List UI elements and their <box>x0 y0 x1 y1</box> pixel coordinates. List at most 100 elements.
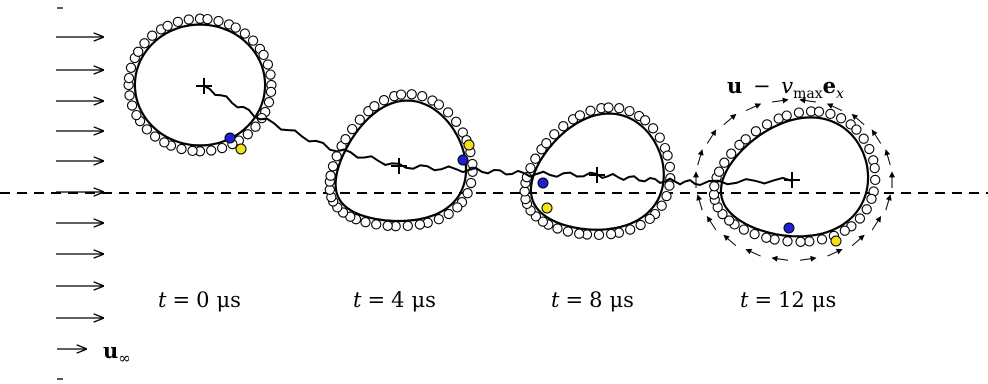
yellow-tracer-marker <box>541 202 553 214</box>
lagrangian-node <box>558 121 569 132</box>
lagrangian-node <box>247 35 259 46</box>
lagrangian-node <box>664 180 675 191</box>
lagrangian-node <box>639 115 651 126</box>
lagrangian-node <box>123 72 135 84</box>
lagrangian-node <box>250 121 261 132</box>
lagrangian-node <box>382 220 393 231</box>
lagrangian-node <box>864 143 875 155</box>
center-trajectory-path <box>203 85 793 187</box>
yellow-tracer-marker <box>830 235 842 247</box>
lagrangian-node <box>750 126 762 137</box>
lagrangian-node <box>230 22 241 33</box>
lagrangian-node <box>406 89 417 100</box>
lagrangian-node <box>625 224 636 235</box>
blue-tracer-marker <box>224 132 236 144</box>
lagrangian-node <box>331 151 342 162</box>
lagrangian-node <box>854 213 866 224</box>
blue-tracer-marker <box>457 154 469 166</box>
lagrangian-node <box>262 59 274 70</box>
lagrangian-node <box>585 105 596 116</box>
lagrangian-node <box>738 224 750 235</box>
lagrangian-node <box>647 123 659 134</box>
lagrangian-node <box>172 16 184 28</box>
relative-velocity-arrow <box>745 248 761 257</box>
lagrangian-node <box>603 102 614 113</box>
lagrangian-node <box>574 228 585 239</box>
yellow-tracer-marker <box>235 143 247 155</box>
lagrangian-node <box>530 153 541 164</box>
lagrangian-node <box>258 49 269 61</box>
lagrangian-node <box>213 15 224 27</box>
lagrangian-node <box>327 161 339 172</box>
lagrangian-node <box>541 138 552 149</box>
lagrangian-node <box>861 204 872 215</box>
relative-velocity-label: u − vmaxex <box>727 73 844 102</box>
lagrangian-node <box>740 134 751 145</box>
lagrangian-node <box>870 174 881 186</box>
lagrangian-node <box>851 124 862 135</box>
relative-velocity-arrow <box>697 149 704 166</box>
lagrangian-node <box>605 228 617 240</box>
relative-velocity-arrow <box>706 129 717 144</box>
lagrangian-node <box>462 188 473 199</box>
relative-velocity-arrows <box>693 97 895 262</box>
lagrangian-node <box>813 106 825 117</box>
lagrangian-node <box>549 129 560 140</box>
lagrangian-node <box>354 114 365 125</box>
lagrangian-node <box>624 105 635 117</box>
relative-velocity-arrow <box>771 255 789 262</box>
lagrangian-node <box>371 219 382 230</box>
lagrangian-node <box>614 103 625 114</box>
lagrangian-node <box>661 190 672 202</box>
lagrangian-node <box>654 132 665 143</box>
lagrangian-node <box>793 107 805 118</box>
droplet-interface <box>529 112 665 231</box>
lagrangian-node <box>442 107 454 118</box>
lagrangian-node <box>761 119 773 130</box>
lagrangian-node <box>839 225 850 236</box>
lagrangian-node <box>709 181 720 192</box>
lagrangian-node <box>816 234 828 245</box>
yellow-tracer-marker <box>463 139 475 151</box>
lagrangian-node <box>537 216 549 227</box>
lagrangian-node <box>713 166 725 177</box>
lagrangian-node <box>869 162 880 174</box>
lagrangian-node <box>395 89 407 100</box>
lagrangian-node <box>719 157 730 168</box>
relative-velocity-arrow <box>745 103 762 112</box>
lagrangian-node <box>724 215 735 226</box>
lagrangian-node <box>519 186 530 197</box>
lagrangian-node <box>265 69 276 80</box>
lagrangian-node <box>139 38 150 49</box>
relative-velocity-arrow <box>723 113 737 126</box>
lagrangian-node <box>183 14 194 25</box>
relative-velocity-arrow <box>799 97 816 104</box>
lagrangian-node <box>263 97 275 108</box>
relative-velocity-arrow <box>851 113 865 126</box>
lagrangian-node <box>452 202 463 213</box>
lagrangian-node <box>574 110 586 121</box>
lagrangian-node <box>242 129 253 140</box>
lagrangian-node <box>782 236 793 247</box>
lagrangian-node <box>162 20 173 32</box>
blue-tracer-marker <box>537 177 549 189</box>
lagrangian-node <box>131 109 142 121</box>
lagrangian-node <box>734 139 745 151</box>
lagrangian-node <box>525 162 536 174</box>
lagrangian-node <box>360 217 371 228</box>
droplet-interface <box>133 23 267 147</box>
lagrangian-node <box>825 108 836 120</box>
lagrangian-node <box>635 219 646 231</box>
lagrangian-node <box>202 13 213 25</box>
relative-velocity-arrow <box>884 149 891 166</box>
free-stream-velocity-label: u∞ <box>103 338 131 367</box>
lagrangian-node <box>664 161 676 173</box>
lagrangian-node <box>347 123 358 135</box>
lagrangian-node <box>414 219 426 230</box>
blue-tracer-marker <box>783 222 795 234</box>
lagrangian-node <box>402 220 413 232</box>
lagrangian-node <box>340 134 351 145</box>
